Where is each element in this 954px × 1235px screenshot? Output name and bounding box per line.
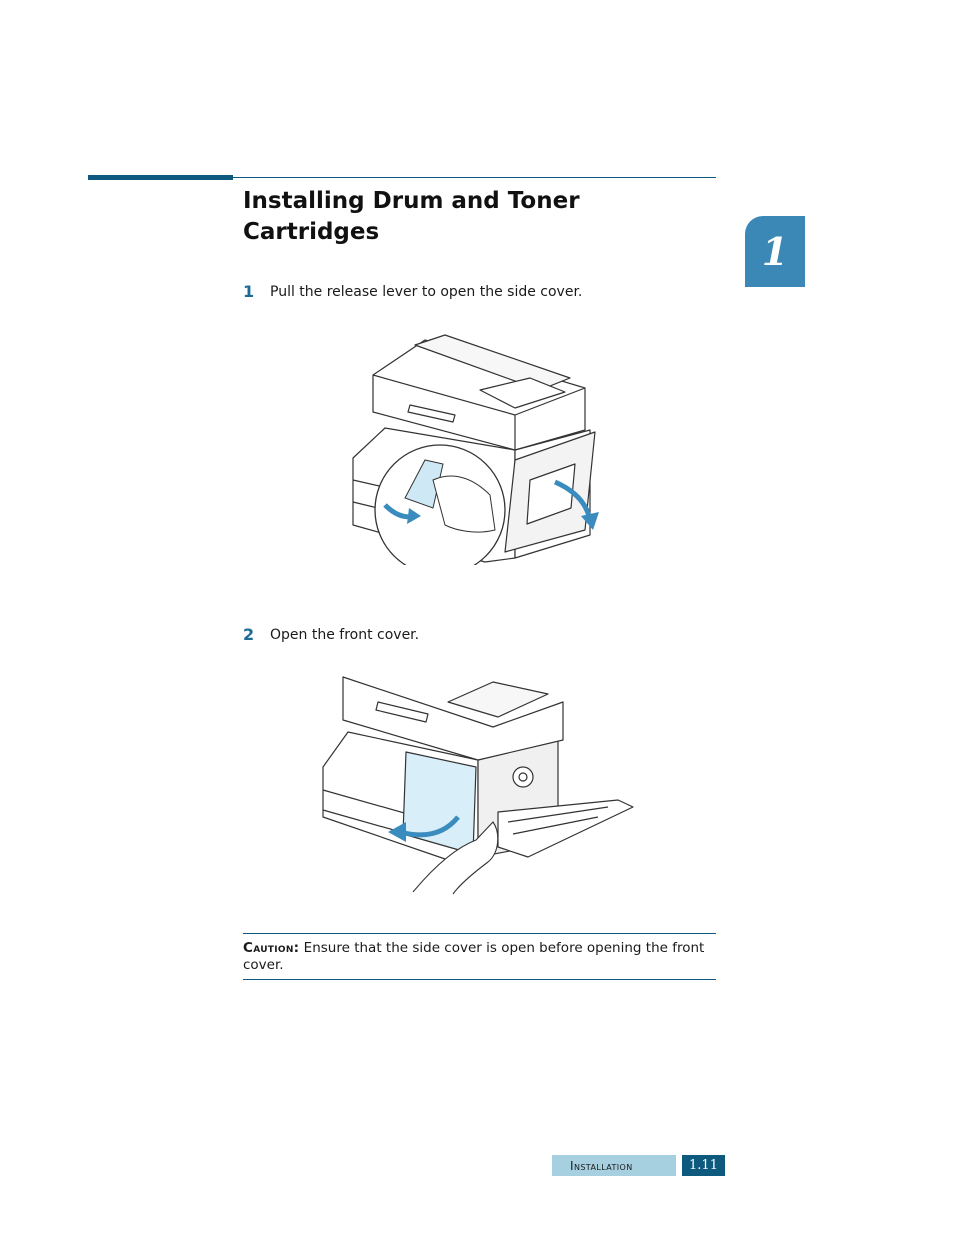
step-number: 1 xyxy=(243,282,255,301)
page-number: 1.11 xyxy=(682,1155,725,1176)
step-text: Pull the release lever to open the side … xyxy=(270,284,583,300)
illustration-open-side-cover xyxy=(352,334,599,565)
step-number: 2 xyxy=(243,625,255,644)
caution-label: Caution: xyxy=(243,940,300,956)
caution-note: Caution: Ensure that the side cover is o… xyxy=(243,933,716,980)
page-title: Installing Drum and Toner Cartridges xyxy=(243,188,580,245)
step-text: Open the front cover. xyxy=(270,627,420,643)
illustration-open-front-cover xyxy=(322,676,634,895)
heading-rule-thick xyxy=(88,175,233,180)
heading-rule-thin xyxy=(233,177,716,178)
chapter-tab: 1 xyxy=(745,216,805,287)
caution-text: Ensure that the side cover is open befor… xyxy=(243,940,705,973)
footer-section-label: Installation xyxy=(552,1155,676,1176)
chapter-number: 1 xyxy=(761,229,789,274)
